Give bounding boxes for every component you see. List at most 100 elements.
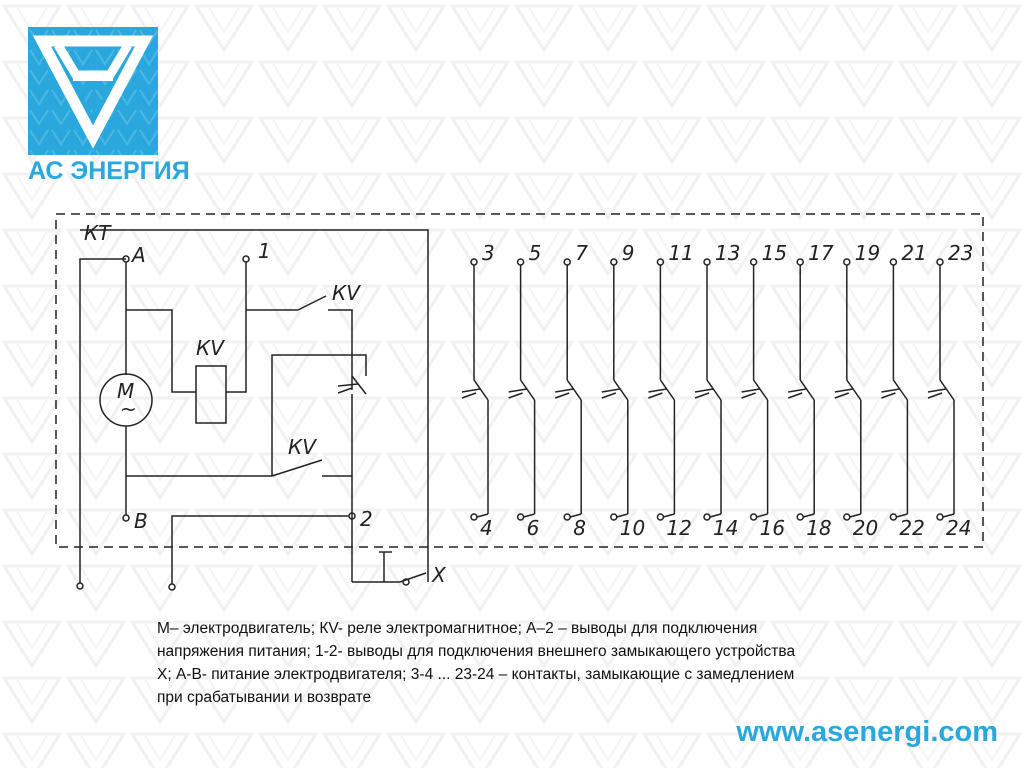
contact-label-top: 9 [622,241,635,265]
contact-terminal-top [563,258,571,266]
contact-label-bottom: 10 [620,516,645,540]
label-kv-relay: КV [196,336,225,360]
contact-delay-mark [694,388,714,393]
label-2: 2 [360,507,373,531]
contact-delay-mark [927,388,947,393]
motor-tilde: ~ [120,397,137,421]
contact-label-top: 11 [668,241,693,265]
contact-terminal-top [889,258,898,266]
contact-label-bottom: 14 [713,516,738,540]
delayed-contacts-group [461,258,955,521]
contact-11-12 [648,258,676,521]
terminal-a [122,255,130,263]
contact-17-18 [787,258,815,521]
contact-terminal-top [703,258,711,266]
contact-delay-mark [461,388,481,393]
contact-delay-mark [461,392,477,399]
contact-delay-mark [648,388,667,393]
contact-delay-mark [741,388,760,393]
triangle-logo-icon [28,27,158,155]
contact-terminal-bottom [889,513,898,521]
contact-blade [752,379,769,401]
contact-21-22 [881,258,909,521]
contact-label-top: 23 [948,241,973,265]
contact-19-20 [834,258,862,521]
diagram-caption: М– электродвигатель; КV- реле электромаг… [157,617,937,709]
contact-delay-mark [741,392,756,399]
caption-line-4: при срабатывании и возврате [157,689,372,706]
contact-terminal-top [470,258,478,266]
relay-coil [195,365,227,424]
contact-blade [939,379,955,401]
contact-terminal-bottom [516,513,525,521]
wiring-diagram: КТ А В 1 2 КV КV КV М ~ Х 34567891011121… [55,213,984,591]
contact-delay-mark [601,392,617,399]
contact-terminal-top [656,258,665,266]
contact-blade [846,379,862,401]
contact-delay-mark [508,388,527,393]
contact-blade [892,379,909,401]
contact-9-10 [601,258,629,521]
contact-label-bottom: 18 [806,516,831,540]
contact-delay-mark [787,392,803,399]
contact-label-top: 3 [482,241,495,265]
contact-terminal-bottom [703,513,711,521]
contact-terminal-top [843,258,851,266]
contact-7-8 [554,258,582,521]
contact-terminal-top [610,258,618,266]
contact-terminal-top [936,258,944,266]
contact-delay-mark [648,392,663,399]
contact-blade [519,379,536,401]
contact-13-14 [694,258,722,521]
contact-label-bottom: 22 [899,516,924,540]
contact-5-6 [508,258,536,521]
contact-delay-mark [881,388,900,393]
contact-delay-mark [508,392,523,399]
wire-top-loop [80,229,429,582]
contact-wire-join [570,513,582,518]
contact-label-top: 13 [715,241,740,265]
contact-terminal-top [749,258,758,266]
company-logo: АС ЭНЕРГИЯ [28,27,190,187]
contact-delay-mark [927,392,943,399]
contact-delay-mark [834,392,850,399]
contact-label-top: 5 [529,241,542,265]
contact-blade [473,379,489,401]
website-link[interactable]: www.asenergi.com [736,716,998,748]
contact-label-top: 7 [575,241,588,265]
logo-box [28,27,158,155]
contact-wire-join [803,513,815,518]
contact-blade [706,379,722,401]
contact-label-top: 17 [808,241,834,265]
contact-terminal-bottom [563,513,571,521]
label-a: А [130,243,146,267]
kv-contact-top [297,295,327,311]
label-kt: КТ [84,221,112,245]
kv-contact-mid [271,459,323,477]
contact-terminal-bottom [843,513,851,521]
contact-3-4 [461,258,489,521]
contact-blade [566,379,582,401]
contact-terminal-top [516,258,525,266]
wire-a-coil [126,309,196,393]
contact-label-bottom: 24 [946,516,971,540]
contact-label-top: 21 [901,241,926,265]
contact-terminal-bottom [470,513,478,521]
contact-delay-mark [694,392,710,399]
contact-label-bottom: 6 [527,516,540,540]
contact-terminal-bottom [796,513,804,521]
contact-delay-mark [834,388,853,393]
caption-line-1: М– электродвигатель; КV- реле электромаг… [157,620,758,637]
label-kv-mid: КV [288,435,317,459]
contact-wire-join [709,513,722,518]
contact-label-top: 15 [762,241,787,265]
switch-x [399,572,427,583]
contact-terminal-bottom [749,513,758,521]
contact-wire-join [896,513,908,518]
contact-label-bottom: 8 [573,516,586,540]
label-1: 1 [258,239,271,263]
contact-label-bottom: 4 [480,516,493,540]
contact-delay-mark [788,388,807,393]
contact-blade [799,379,815,401]
